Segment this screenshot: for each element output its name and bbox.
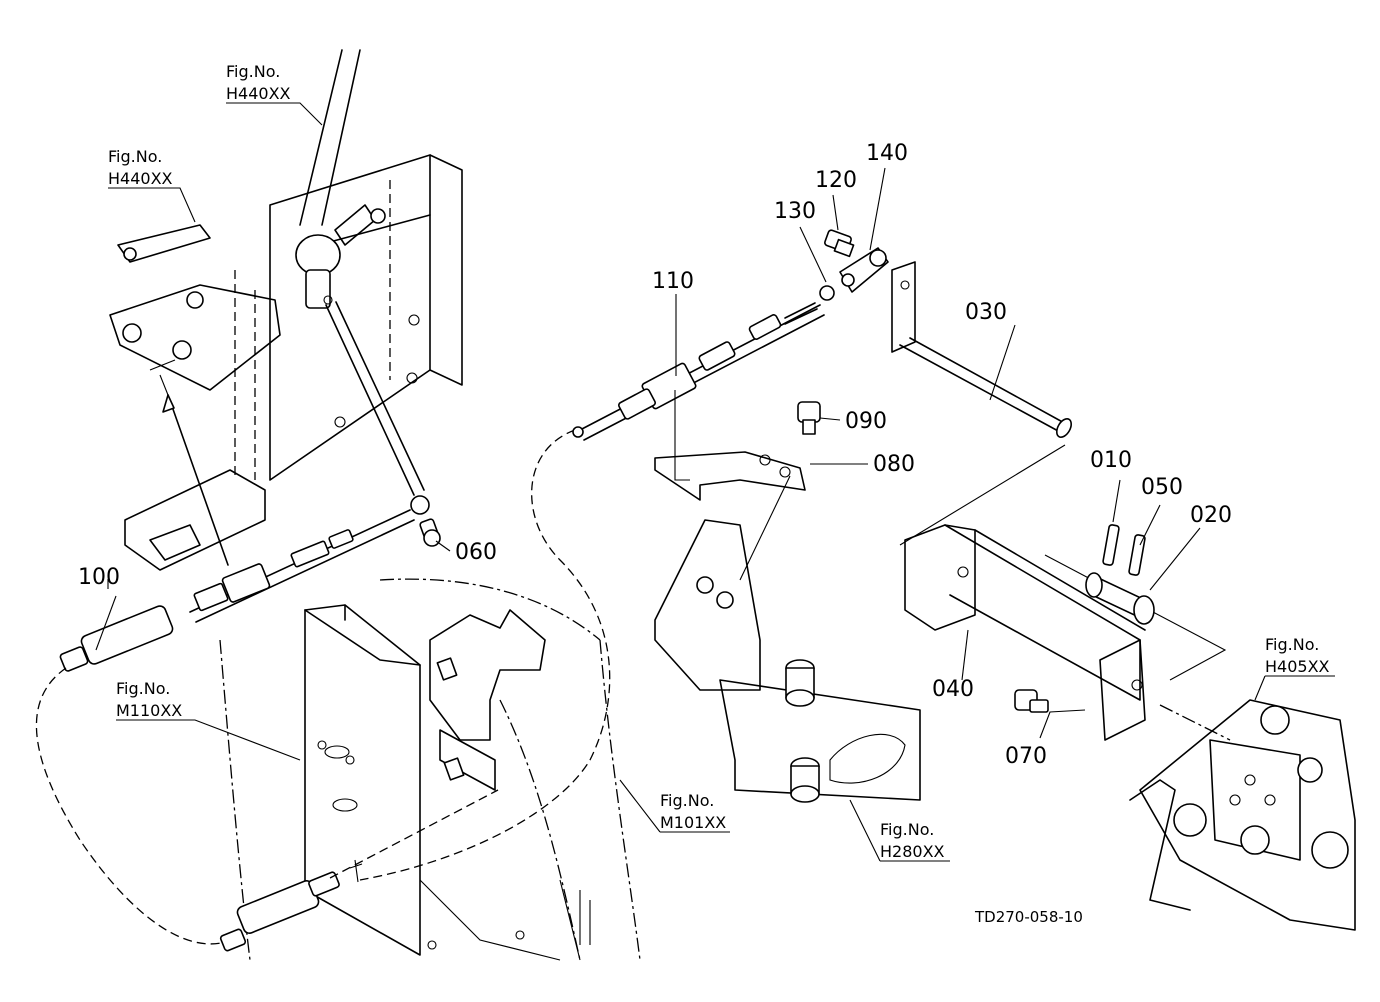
fig-ref-h405-line1: Fig.No. <box>1265 635 1319 654</box>
label-140: 140 <box>866 141 908 166</box>
figure-references: Fig.No. H440XX Fig.No. H440XX Fig.No. M1… <box>108 62 1330 861</box>
shaft-030 <box>891 261 1073 438</box>
fig-ref-h440-top-line2: H440XX <box>226 84 291 103</box>
label-130: 130 <box>774 199 816 224</box>
leader-lines <box>95 102 1335 862</box>
label-010: 010 <box>1090 448 1132 473</box>
fig-ref-h405: Fig.No. H405XX <box>1265 635 1330 676</box>
part-number-labels: 010 020 030 040 050 060 070 080 090 100 … <box>78 141 1232 769</box>
label-020: 020 <box>1190 503 1232 528</box>
label-120: 120 <box>815 168 857 193</box>
valve-body-h405 <box>1129 699 1356 931</box>
label-080: 080 <box>873 452 915 477</box>
bracket-080 <box>654 401 821 501</box>
fig-ref-m110-line2: M110XX <box>116 701 182 720</box>
label-050: 050 <box>1141 475 1183 500</box>
fig-ref-h280-line2: H280XX <box>880 842 945 861</box>
drawing-code: TD270-058-10 <box>974 908 1083 926</box>
label-070: 070 <box>1005 744 1047 769</box>
fig-ref-m101-line1: Fig.No. <box>660 791 714 810</box>
label-040: 040 <box>932 677 974 702</box>
bolt-070 <box>1014 689 1049 713</box>
fig-ref-h440-top: Fig.No. H440XX <box>226 62 291 103</box>
lever-bracket-assembly <box>109 49 463 571</box>
label-090: 090 <box>845 409 887 434</box>
pins-010-050-collar-020 <box>1085 524 1155 625</box>
fig-ref-m101: Fig.No. M101XX <box>660 791 726 832</box>
fig-ref-m101-line2: M101XX <box>660 813 726 832</box>
label-060: 060 <box>455 540 497 565</box>
link-rod <box>325 301 441 547</box>
fig-ref-h440-left-line2: H440XX <box>108 169 173 188</box>
bolt-120-nut-130-clevis-140 <box>819 229 889 301</box>
label-110: 110 <box>652 269 694 294</box>
fig-ref-h405-line2: H405XX <box>1265 657 1330 676</box>
fig-ref-h280-line1: Fig.No. <box>880 820 934 839</box>
cable-100 <box>35 429 611 952</box>
cable-110 <box>572 302 825 441</box>
fig-ref-m110: Fig.No. M110XX <box>116 679 182 720</box>
label-100: 100 <box>78 565 120 590</box>
fig-ref-m110-line1: Fig.No. <box>116 679 170 698</box>
plate-assembly-h280 <box>654 519 921 803</box>
support-bracket-040 <box>899 444 1227 741</box>
fig-ref-h440-left-line1: Fig.No. <box>108 147 162 166</box>
label-030: 030 <box>965 300 1007 325</box>
fig-ref-h280: Fig.No. H280XX <box>880 820 945 861</box>
frame-assembly <box>219 578 641 961</box>
fig-ref-h440-top-line1: Fig.No. <box>226 62 280 81</box>
fig-ref-h440-left: Fig.No. H440XX <box>108 147 173 188</box>
